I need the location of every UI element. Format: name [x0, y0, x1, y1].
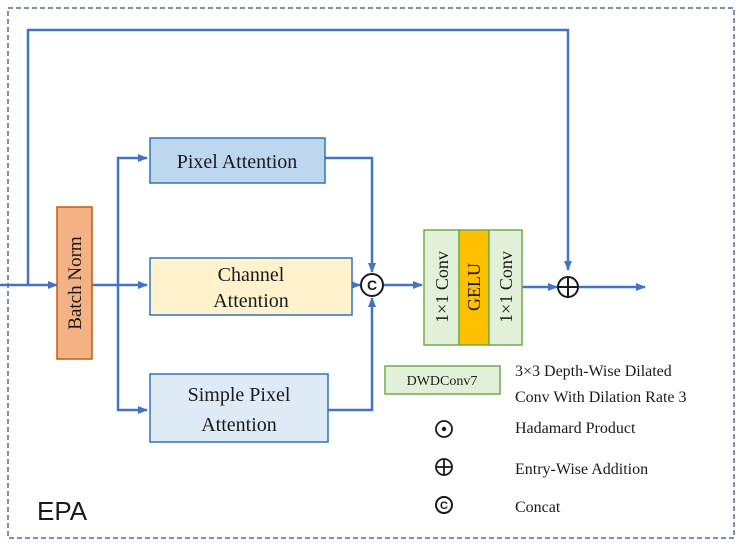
legend: DWDConv7 3×3 Depth-Wise Dilated Conv Wit…: [384, 363, 687, 516]
simple-pixel-label-line2: Attention: [201, 414, 277, 436]
legend-addition-label: Entry-Wise Addition: [515, 461, 648, 478]
pixel-attention-block: Pixel Attention: [149, 137, 326, 184]
channel-attention-label-line1: Channel: [218, 264, 285, 286]
connections: [0, 28, 646, 414]
module-label: EPA: [37, 496, 88, 526]
addition-symbol: [557, 276, 579, 298]
conv-right-label: 1×1 Conv: [496, 251, 516, 323]
pixel-attention-label: Pixel Attention: [177, 151, 298, 173]
arrow-simple-to-concat: [328, 297, 376, 412]
legend-hadamard-label: Hadamard Product: [515, 420, 636, 437]
batch-norm-label: Batch Norm: [65, 236, 86, 330]
legend-dwdconv-box-label: DWDConv7: [407, 374, 478, 389]
legend-dwdconv-desc-line1: 3×3 Depth-Wise Dilated: [515, 363, 672, 380]
conv-right-block: [488, 229, 523, 346]
concat-legend-icon-letter: C: [440, 500, 448, 512]
arrow-bn-to-simple: [116, 285, 148, 414]
legend-dwdconv-desc-line2: Conv With Dilation Rate 3: [515, 389, 687, 406]
addition-legend-icon: [435, 458, 453, 476]
hadamard-icon: [435, 420, 453, 438]
arrow-pixel-to-concat: [325, 156, 376, 273]
channel-attention-block: Channel Attention: [149, 257, 353, 316]
batch-norm-block: Batch Norm: [56, 206, 93, 360]
simple-pixel-label-line1: Simple Pixel: [188, 384, 291, 406]
concat-legend-icon: C: [435, 496, 453, 514]
legend-dwdconv-box: [384, 365, 501, 395]
module-border: [7, 7, 735, 539]
conv-left-label: 1×1 Conv: [432, 251, 452, 323]
skip-connection: [26, 28, 572, 285]
gelu-label: GELU: [464, 263, 484, 311]
conv-stack: 1×1 Conv GELU 1×1 Conv: [423, 229, 523, 346]
simple-pixel-attention-block: Simple Pixel Attention: [149, 373, 329, 443]
channel-attention-label-line2: Attention: [213, 290, 289, 312]
legend-concat-label: Concat: [515, 499, 561, 516]
concat-symbol: C: [360, 273, 384, 297]
gelu-block: [458, 229, 490, 346]
arrow-bn-to-pixel: [116, 154, 148, 285]
concat-symbol-letter: C: [367, 277, 377, 293]
